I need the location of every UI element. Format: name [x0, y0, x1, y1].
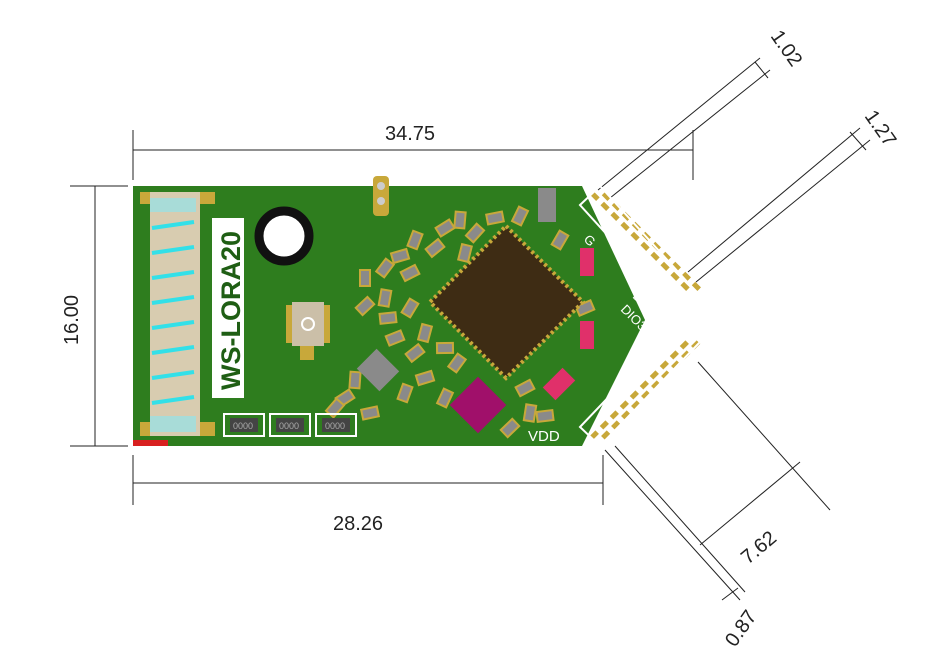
- smd-component: [354, 295, 376, 317]
- smd-component: [404, 342, 426, 364]
- pad: [620, 221, 630, 231]
- smd-component: [485, 210, 505, 226]
- pad: [601, 430, 611, 440]
- mounting-hole: [254, 206, 314, 266]
- smd-component: [464, 222, 486, 244]
- smd-component: [414, 369, 436, 387]
- smd-component: [435, 341, 455, 355]
- pad: [691, 281, 701, 291]
- lora-chip: [427, 223, 586, 381]
- dim-pitch-upper-b: 1.27: [860, 106, 900, 151]
- smd-component: [389, 247, 411, 265]
- pad: [649, 370, 659, 380]
- pad: [681, 350, 691, 360]
- pad: [661, 370, 671, 380]
- smd-component: [522, 403, 538, 423]
- pad: [691, 340, 701, 350]
- fpc-stripe: [151, 320, 195, 330]
- dim-width-body: 28.26: [333, 513, 383, 535]
- pad: [660, 261, 670, 271]
- smd-component: [378, 311, 398, 325]
- pad: [599, 420, 609, 430]
- smd-component: [359, 269, 371, 287]
- smd-component: [499, 417, 521, 439]
- pad: [611, 201, 621, 211]
- smd-component: [359, 405, 381, 421]
- pad: [610, 211, 620, 221]
- dim-pitch-lower: 0.87: [721, 606, 761, 651]
- pad: [621, 410, 631, 420]
- smd-component: [416, 322, 434, 344]
- smd-component: [453, 210, 467, 230]
- pad: [671, 360, 681, 370]
- smd-component: [406, 229, 424, 251]
- pad: [670, 271, 680, 281]
- smd-component: [399, 263, 421, 283]
- smd-component: [510, 205, 530, 227]
- pad: [619, 400, 629, 410]
- resistor-code: 0000: [233, 421, 253, 431]
- fpc-stripe: [151, 245, 195, 255]
- board-label: WS-LORA20: [216, 231, 246, 390]
- fpc-stripe: [151, 220, 195, 230]
- pad: [679, 340, 689, 350]
- smd-component: [435, 387, 455, 409]
- dim-width-total: 34.75: [385, 123, 435, 145]
- pad: [641, 390, 651, 400]
- fpc-stripe: [151, 270, 195, 280]
- smd-component: [514, 378, 536, 398]
- pad: [669, 350, 679, 360]
- pad: [609, 410, 619, 420]
- resistor-code: 0000: [279, 421, 299, 431]
- pin-label-vdd: VDD: [528, 428, 560, 445]
- dim-span-lower: 7.62: [737, 527, 781, 569]
- smd-component: [348, 370, 362, 390]
- pink-ic-1: [580, 248, 594, 276]
- pad: [680, 281, 690, 291]
- pad: [611, 420, 621, 430]
- pad: [650, 251, 660, 261]
- smd-component: [457, 242, 473, 264]
- dim-pitch-upper-a: 1.02: [766, 26, 806, 71]
- fpc-stripe: [151, 345, 195, 355]
- pad: [671, 261, 681, 271]
- pad: [639, 380, 649, 390]
- smd-component: [446, 352, 468, 374]
- fpc-stripe: [151, 295, 195, 305]
- resistor-code: 0000: [325, 421, 345, 431]
- pad: [640, 241, 650, 251]
- pad: [630, 231, 640, 241]
- pad: [631, 400, 641, 410]
- connector-outline-lower: [578, 320, 702, 448]
- pad: [601, 191, 611, 201]
- resistors-row: 0000 0000 0000: [223, 413, 357, 437]
- connector-outline-upper: [578, 184, 702, 317]
- passive-components: [324, 205, 596, 439]
- red-marker: [133, 440, 168, 446]
- smd-component: [377, 288, 393, 308]
- dim-height: 16.00: [61, 295, 83, 345]
- pad: [629, 390, 639, 400]
- pink-ic-3: [542, 367, 576, 401]
- smd-component: [434, 218, 456, 238]
- pad: [600, 201, 610, 211]
- smd-component: [384, 329, 406, 347]
- pad: [661, 251, 671, 261]
- board-label-box: [212, 218, 244, 398]
- smd-component: [550, 229, 570, 251]
- fpc-connector: [140, 192, 215, 436]
- pink-ic-2: [580, 321, 594, 349]
- smd-component: [424, 237, 446, 259]
- fpc-stripe: [151, 395, 195, 405]
- smd-component: [535, 408, 555, 424]
- dimension-lines: [70, 57, 871, 601]
- smd-component: [400, 297, 420, 319]
- pad: [681, 271, 691, 281]
- smd-component: [374, 257, 396, 279]
- smd-component: [396, 382, 414, 404]
- pad: [651, 380, 661, 390]
- antenna-connector: [286, 302, 330, 360]
- pad: [659, 360, 669, 370]
- fpc-stripe: [151, 370, 195, 380]
